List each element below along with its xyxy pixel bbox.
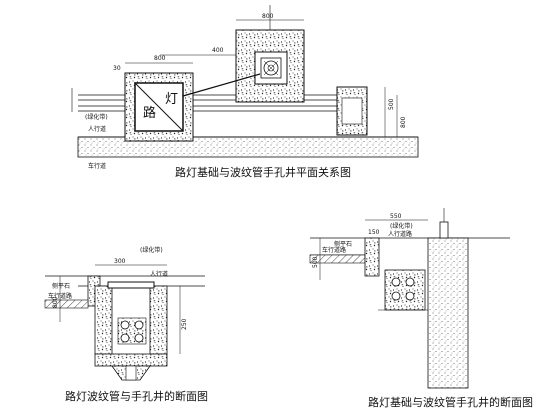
well-base [94,353,168,367]
dim-top-right: 800 [262,13,274,20]
plan-view: 路 灯 800 400 800 30 500 800 (绿化带) 人行道 [71,5,419,179]
dim-small: 30 [113,65,121,72]
well-b [384,269,426,311]
label-greenbelt: (绿化带) [85,113,108,121]
label-b-curb: 侧平石 [334,240,352,248]
label-b-sidewalk: 人行道路 [388,230,412,238]
conduit-bundle-a [117,317,147,345]
curb-block-b [364,237,380,277]
dim-b-a: 550 [390,213,402,220]
dim-a-b: 250 [181,318,188,330]
foundation-anchor [439,221,449,239]
lamp-diagonal [134,82,184,132]
well-wall-left [94,285,113,355]
dim-right-b: 800 [400,116,407,128]
lamp-foundation-section [427,237,469,389]
lamp-label-right: 灯 [165,92,178,107]
well-wall-right [149,285,168,355]
well-cover [107,281,155,289]
label-a-top: (绿化带) [140,246,163,254]
dim-top-left: 800 [154,55,166,62]
label-lane: 车行道 [88,162,106,170]
label-a-curb: 侧平石 [52,282,70,290]
plan-title: 路灯基础与波纹管手孔井平面关系图 [175,165,351,179]
section-b: (绿化带) 人行道路 侧平石 车行道路 550 500 150 路灯基础与波纹管… [309,208,533,409]
cable-link [182,73,261,97]
dim-b-b: 500 [312,256,319,268]
dim-right-a: 500 [388,98,395,110]
dim-b-c: 150 [368,229,380,236]
conduit-bundle-b [391,277,415,301]
label-b-lane: 车行道路 [322,246,346,254]
handhole-cover-inner [267,64,275,72]
section-a-title: 路灯波纹管与手孔井的断面图 [65,389,208,403]
handhole-cover-ring [263,60,279,76]
label-a-lane: 车行道路 [48,292,72,300]
label-a-sidewalk: 人行道 [150,270,168,278]
section-b-title: 路灯基础与波纹管手孔井的断面图 [368,395,533,409]
section-a: (绿化带) 人行道 侧平石 车行道路 300 250 800 路灯波纹管与手孔井… [44,246,208,403]
label-b-green: (绿化带) [390,222,413,230]
label-sidewalk: 人行道 [88,125,106,133]
dim-a-c: 800 [52,296,59,308]
dim-a-a: 300 [114,258,126,265]
lane-layer [44,299,89,309]
lamp-label-left: 路 [143,105,156,121]
dim-mid: 400 [212,47,224,54]
